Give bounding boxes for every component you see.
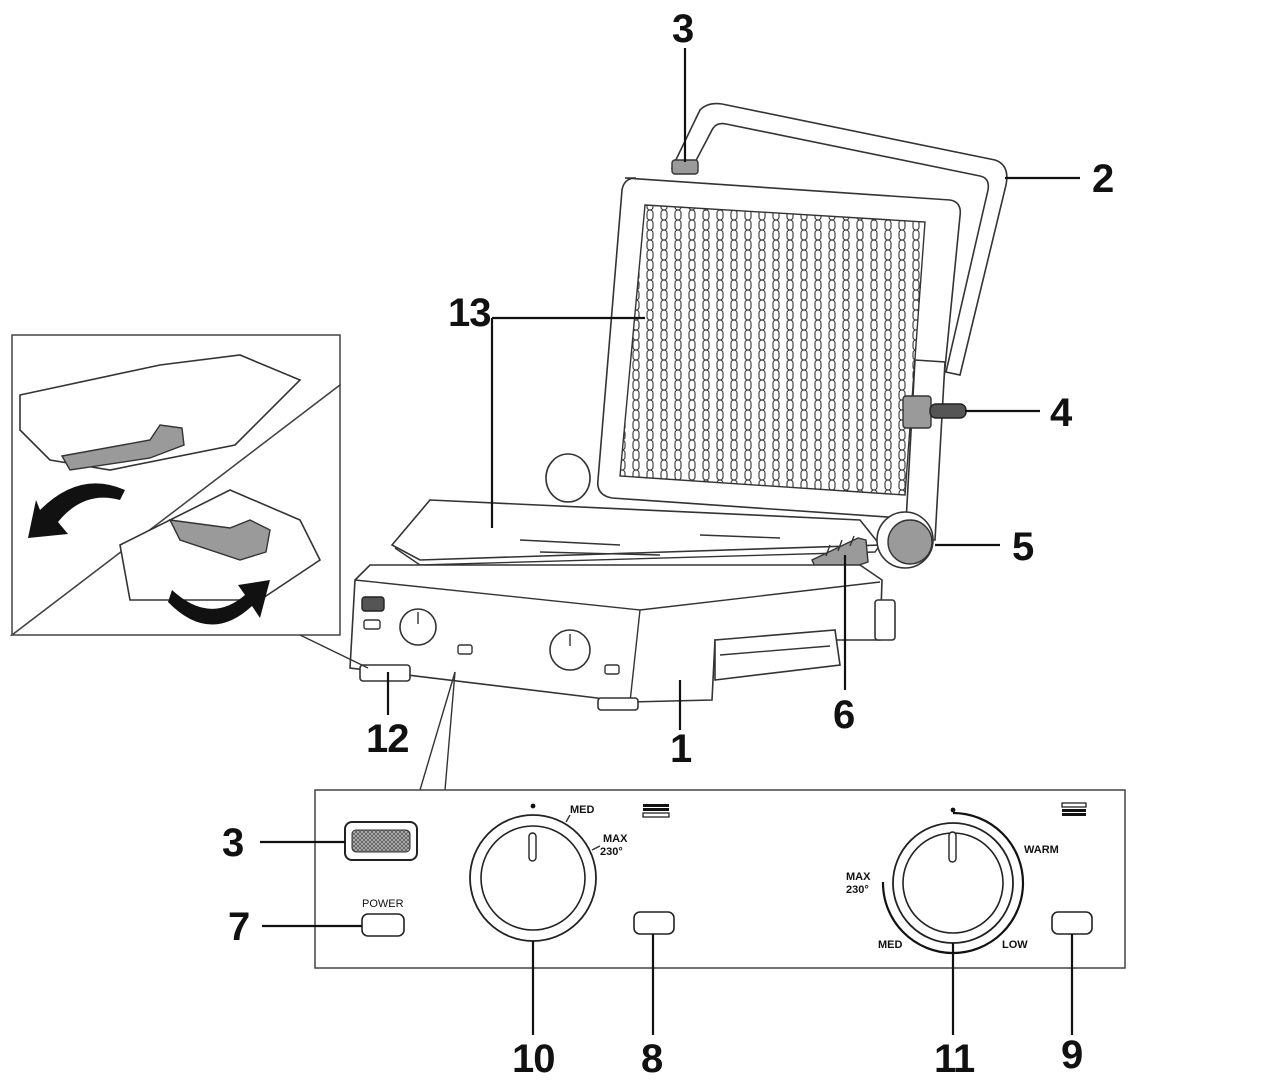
- right-knob-min-dot: [950, 807, 956, 813]
- callout-1: 1: [670, 727, 692, 771]
- right-knob-low-label: LOW: [1002, 939, 1028, 951]
- front-knob-right[interactable]: [549, 629, 591, 671]
- callout-4: 4: [1050, 391, 1073, 435]
- curved-arrow-right: [168, 580, 270, 625]
- left-knob-max-label: MAX: [603, 833, 628, 845]
- callout-10: 10: [512, 1037, 555, 1081]
- control-panel-detail: POWER MED MAX 230° WARM MAX 230° MED LOW: [314, 671, 1126, 969]
- right-knob-med-label: MED: [878, 939, 903, 951]
- right-knob-pointer: [948, 831, 957, 863]
- callout-5: 5: [1012, 525, 1034, 569]
- upper-grill-plate: [619, 204, 926, 496]
- lower-grill-plate: [390, 499, 882, 561]
- callout-7: 7: [228, 905, 249, 949]
- height-adjust-clip[interactable]: [902, 395, 932, 429]
- curved-arrow-left: [28, 483, 125, 538]
- grill-illustration: [349, 102, 1008, 711]
- callout-3-top: 3: [672, 7, 693, 51]
- lock-button-grip: [351, 829, 411, 853]
- handle-lock[interactable]: [671, 159, 699, 175]
- inset-detail: [9, 334, 341, 637]
- left-knob-temp-label: 230°: [600, 846, 623, 858]
- upper-plate-icon: [1061, 802, 1087, 816]
- lower-plate-indicator-light: [633, 911, 675, 935]
- right-knob-temp-label: 230°: [846, 884, 869, 896]
- inset-lever-upper[interactable]: [60, 424, 185, 471]
- power-button[interactable]: [361, 913, 405, 937]
- lid-handle[interactable]: [670, 102, 1008, 376]
- callout-6: 6: [833, 693, 854, 737]
- leader-lines: [260, 48, 1080, 1035]
- callout-11: 11: [934, 1037, 975, 1081]
- inset-back-plate: [19, 354, 302, 471]
- right-knob-warm-label: WARM: [1024, 844, 1059, 856]
- callout-8: 8: [641, 1037, 663, 1081]
- power-label: POWER: [362, 898, 404, 910]
- callout-3-panel: 3: [222, 821, 243, 865]
- callout-2: 2: [1092, 157, 1113, 201]
- hinge-knob-cap: [887, 519, 933, 565]
- right-knob-max-label: MAX: [846, 871, 871, 883]
- lower-plate-icon: [642, 804, 670, 818]
- drip-tray[interactable]: [714, 629, 841, 681]
- inset-lever-lower[interactable]: [168, 519, 271, 561]
- left-hinge: [545, 453, 591, 503]
- left-knob-pointer: [528, 832, 537, 862]
- upper-plate-indicator-light: [1051, 911, 1093, 935]
- callout-12: 12: [366, 717, 409, 761]
- left-knob-med-label: MED: [570, 804, 595, 816]
- front-knob-left[interactable]: [399, 608, 437, 646]
- front-lock-switch[interactable]: [361, 596, 385, 612]
- left-knob-min-dot: [530, 803, 536, 809]
- callout-13: 13: [448, 291, 491, 335]
- callout-9: 9: [1061, 1033, 1082, 1077]
- height-adjust-pin[interactable]: [929, 403, 967, 419]
- callout-labels: 3 2 13 4 5 6 1 12 3 7 10 8 11 9: [222, 7, 1114, 1081]
